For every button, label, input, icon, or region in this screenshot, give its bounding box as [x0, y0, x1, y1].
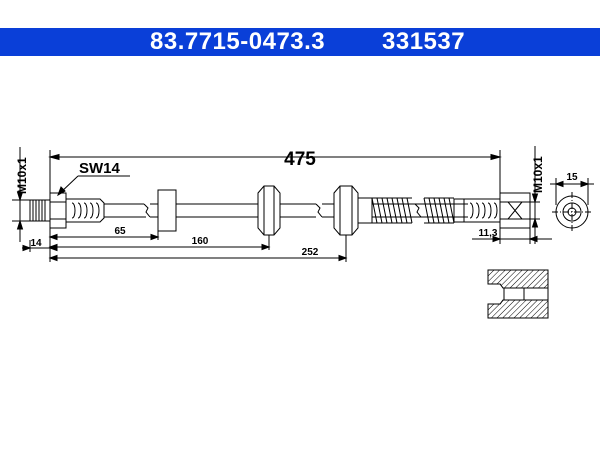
grommet-2 — [333, 185, 359, 236]
header-bar: 83.7715-0473.3 331537 — [0, 28, 600, 56]
end-view: 15 — [550, 172, 594, 232]
part-number: 83.7715-0473.3 — [150, 28, 326, 55]
protective-spring — [357, 197, 468, 224]
right-fitting — [463, 192, 531, 229]
dim-11-3-label: 11,3 — [479, 228, 498, 239]
dim-14-label: 14 — [30, 238, 42, 249]
left-thread-label: M10x1 — [15, 157, 29, 194]
wrench-size-label: SW14 — [79, 160, 121, 177]
dim-15-label: 15 — [566, 172, 578, 183]
reference-number: 331537 — [382, 28, 466, 55]
dim-right-thread: M10x1 — [530, 146, 545, 244]
right-thread-label: M10x1 — [531, 156, 545, 193]
dim-65-label: 65 — [114, 226, 126, 237]
total-length-label: 475 — [284, 149, 316, 170]
grommet-1 — [257, 185, 281, 236]
port-section-detail — [487, 269, 549, 319]
dim-chain-lower: 14 65 160 252 — [22, 226, 348, 262]
dim-left-thread: M10x1 — [12, 147, 46, 242]
dim-160-label: 160 — [192, 236, 209, 247]
left-fitting — [29, 192, 105, 229]
bracket-1 — [157, 189, 177, 232]
hose-body — [104, 185, 359, 236]
dim-wrench-size: SW14 — [57, 160, 130, 197]
dim-11-3: 11,3 — [472, 228, 552, 244]
dim-total-length: 475 — [48, 149, 502, 198]
dim-252-label: 252 — [302, 247, 319, 258]
